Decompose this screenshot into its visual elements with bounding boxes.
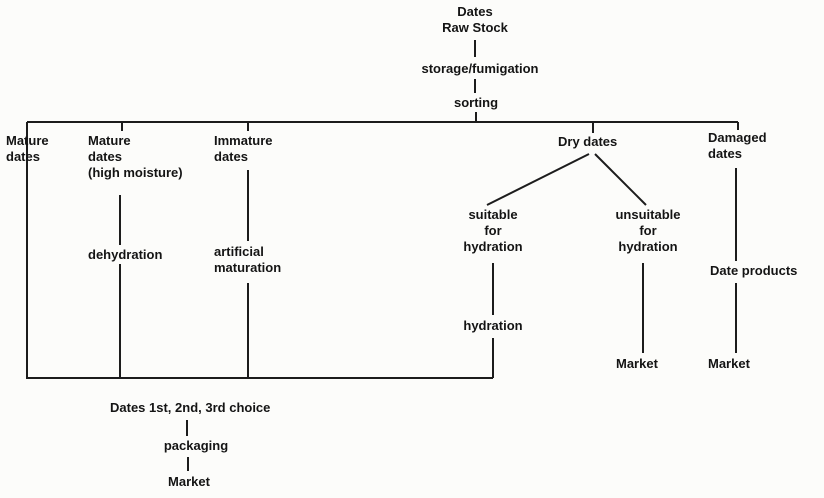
node-mature-dates: Mature dates [6, 133, 49, 164]
node-market-unsuitable: Market [616, 356, 658, 371]
node-dates-choice: Dates 1st, 2nd, 3rd choice [110, 400, 271, 415]
node-raw-stock: Dates Raw Stock [400, 4, 550, 36]
node-market-damaged: Market [708, 356, 750, 371]
node-packaging: packaging [163, 438, 229, 453]
node-unsuitable-for-hydration: unsuitable for hydration [615, 207, 681, 254]
node-market-final: Market [168, 474, 210, 489]
node-hydration: hydration [463, 318, 523, 333]
node-raw-stock-line1: Dates [457, 4, 493, 19]
node-raw-stock-line2: Raw Stock [442, 20, 508, 35]
node-immature-dates: Immature dates [214, 133, 273, 164]
node-date-products: Date products [710, 263, 798, 278]
node-sorting: sorting [453, 95, 499, 110]
node-storage-fumigation: storage/fumigation [421, 61, 539, 76]
node-dry-dates: Dry dates [558, 134, 618, 149]
node-dehydration: dehydration [88, 247, 163, 262]
node-mature-dates-high-moisture: Mature dates (high moisture) [88, 133, 183, 180]
node-suitable-for-hydration: suitable for hydration [463, 207, 523, 254]
node-artificial-maturation: artificial maturation [214, 244, 282, 275]
node-damaged-dates: Damaged dates [708, 130, 767, 161]
